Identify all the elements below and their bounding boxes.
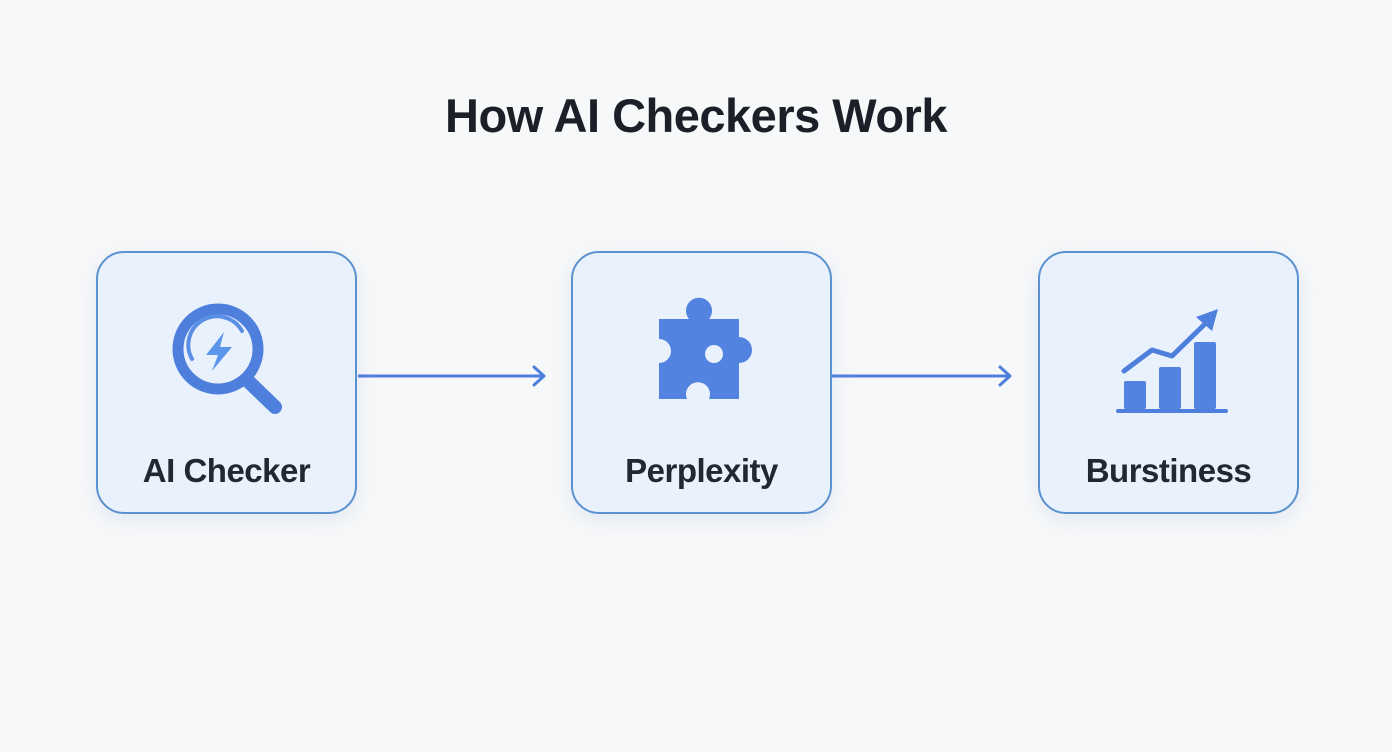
puzzle-piece-icon [658, 297, 752, 399]
step-label: Burstiness [1085, 452, 1252, 489]
step-card-perplexity: Perplexity [571, 251, 832, 514]
connector-arrow [832, 365, 1012, 387]
connector-arrow [358, 365, 546, 387]
step-label: AI Checker [142, 452, 311, 489]
magnifier-lightning-icon [172, 303, 282, 414]
step-label: Perplexity [625, 452, 778, 489]
step-card-ai-checker: AI Checker [96, 251, 357, 514]
step-card-burstiness: Burstiness [1038, 251, 1299, 514]
bar-chart-trend-icon [1115, 309, 1228, 413]
diagram-title: How AI Checkers Work [445, 89, 947, 142]
